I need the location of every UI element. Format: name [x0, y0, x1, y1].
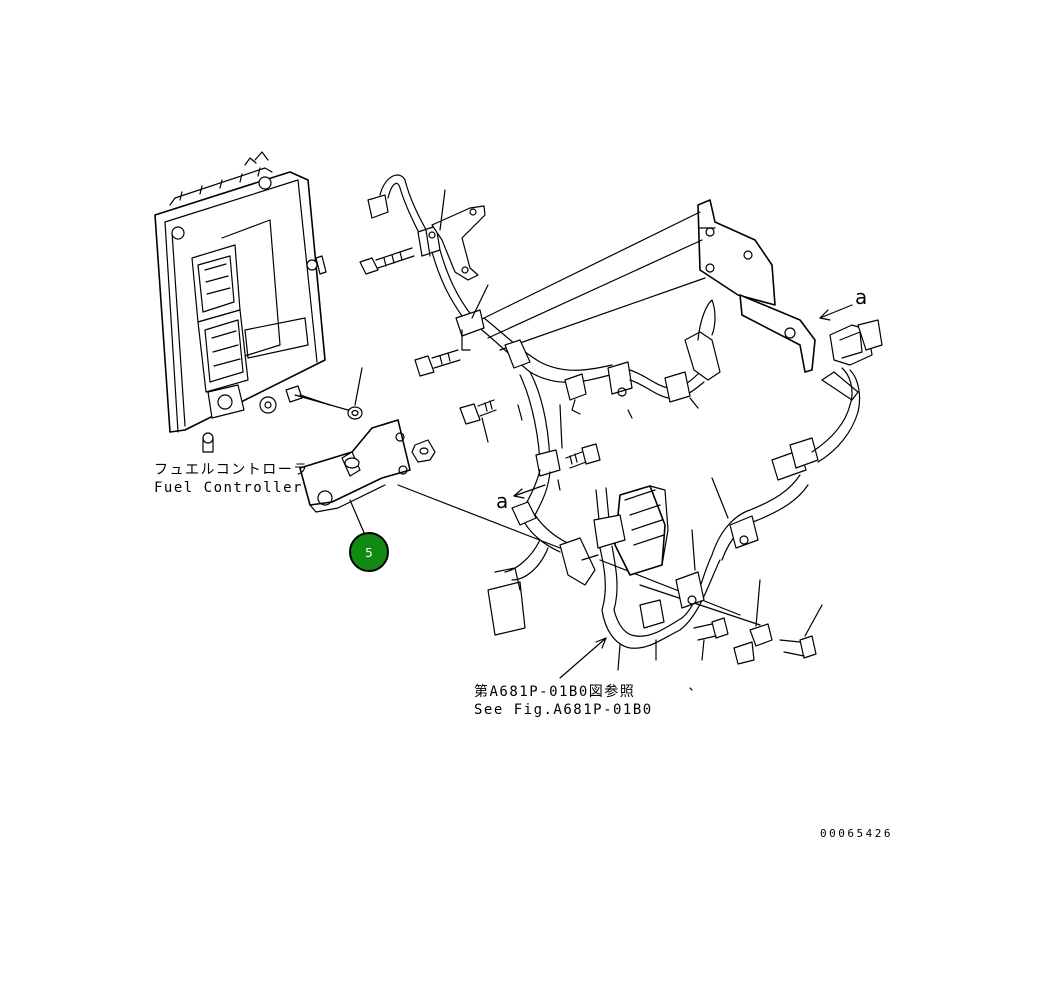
harness-module: [614, 485, 669, 576]
see-fig-label-jp: 第A681P-01B0図参照: [474, 683, 635, 700]
fuel-controller-unit: [154, 151, 356, 453]
drawing-number: 00065426: [820, 827, 893, 840]
connector-lower: [197, 309, 249, 393]
callout-5-number: 5: [365, 546, 373, 560]
callout-5[interactable]: 5: [349, 532, 389, 572]
connector-upper: [191, 244, 241, 323]
fuel-controller-label-jp: フュエルコントローラ: [154, 462, 309, 478]
fuel-controller-label-en: Fuel Controller: [154, 480, 303, 496]
see-fig-label-en: See Fig.A681P-01B0: [474, 702, 653, 718]
leader-lines: [439, 189, 853, 691]
bracket-part-5: [299, 406, 436, 536]
view-a-marker-mid: a: [496, 489, 508, 513]
callout-5-circle[interactable]: [349, 532, 389, 572]
wiring-harness: [367, 174, 883, 649]
fastener-bolts: [359, 247, 817, 665]
view-a-marker-top: a: [855, 285, 867, 309]
